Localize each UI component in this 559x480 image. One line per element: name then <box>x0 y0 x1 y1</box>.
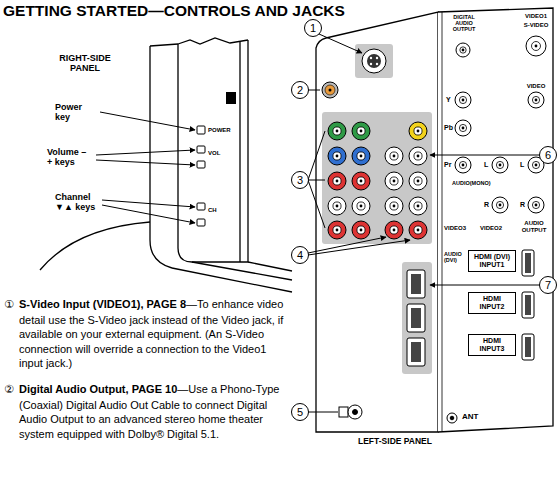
leader-lines <box>308 34 540 412</box>
part-label: Channel ▼▲ keys <box>55 193 101 213</box>
jack-label: AUDIO(MONO) <box>452 180 488 186</box>
key-arrows <box>96 112 195 223</box>
input-label-box: HDMI (DVI) INPUT1 <box>468 250 516 272</box>
input-label-box: HDMI INPUT2 <box>468 292 516 314</box>
sensor-window <box>226 92 236 104</box>
callout-number: 2 <box>297 84 303 96</box>
page-title: GETTING STARTED—CONTROLS AND JACKS <box>3 2 345 19</box>
input-label: HDMI INPUT3 <box>472 337 512 352</box>
jack-label: S-VIDEO <box>516 22 556 29</box>
key-label: POWER <box>208 127 231 134</box>
tv-side-view <box>40 38 292 292</box>
antenna-jack <box>339 405 457 423</box>
callout-circle: 1 <box>304 19 322 37</box>
hdmi-ports <box>407 250 534 366</box>
callout-circle: 5 <box>291 403 309 421</box>
svideo-jack <box>362 49 386 73</box>
key-label: CH <box>208 207 217 214</box>
description-text: S-Video Input (VIDEO1), PAGE 8 <box>19 298 186 310</box>
callout-number: 4 <box>297 249 303 261</box>
description-text: Digital Audio Output, PAGE 10 <box>19 383 177 395</box>
callout-circle: 6 <box>539 146 557 164</box>
input-label-box: HDMI INPUT3 <box>468 334 516 356</box>
jack-panel <box>316 8 553 432</box>
input-label: HDMI (DVI) INPUT1 <box>472 253 512 268</box>
jack-label: AUDIO (DVI) <box>444 251 468 263</box>
jack-label: Pb <box>444 124 453 132</box>
jack-label: VIDEO2 <box>480 225 502 232</box>
jack-label: Y <box>446 96 451 104</box>
description-paragraph: ①S-Video Input (VIDEO1), PAGE 8—To enhan… <box>4 297 292 371</box>
callout-circle: 4 <box>291 246 309 264</box>
part-label: Volume – + keys <box>47 148 93 168</box>
callout-number: 6 <box>545 149 551 161</box>
callout-circle: 7 <box>539 276 557 294</box>
hdmi-plate <box>402 262 432 374</box>
jack-label: ANT <box>462 413 478 422</box>
jack-plate <box>322 112 432 244</box>
callout-circle: 2 <box>291 81 309 99</box>
description-paragraph: ②Digital Audio Output, PAGE 10—Use a Pho… <box>4 382 292 441</box>
panel-title: LEFT-SIDE PANEL <box>330 437 460 446</box>
jack-label: DIGITAL AUDIO OUTPUT <box>444 14 484 32</box>
jack-label: VIDEO3 <box>444 225 466 232</box>
callout-number: 3 <box>297 174 303 186</box>
svideo-plate <box>355 44 393 78</box>
part-label: Power key <box>55 103 95 123</box>
callout-number: 7 <box>545 279 551 291</box>
input-label: HDMI INPUT2 <box>472 295 512 310</box>
digital-audio-jack <box>322 82 338 98</box>
description-text: ② <box>4 383 19 398</box>
callout-number: 5 <box>297 406 303 418</box>
jack-label: AUDIO OUTPUT <box>516 220 552 233</box>
jack-label: VIDEO1 <box>516 13 556 20</box>
key-label: VOL <box>208 150 220 157</box>
jack-label: L <box>484 161 488 169</box>
callout-number: 1 <box>310 22 316 34</box>
description-text: ① <box>4 298 19 313</box>
rca-jacks <box>328 36 546 239</box>
callout-circle: 3 <box>291 171 309 189</box>
jack-label: R <box>484 201 489 209</box>
jack-label: Pr <box>444 161 451 169</box>
jack-label: L <box>520 161 524 169</box>
part-label: RIGHT-SIDE PANEL <box>50 54 120 74</box>
panel-keys <box>197 126 205 226</box>
jack-label: R <box>520 201 525 209</box>
jack-label: VIDEO <box>516 83 556 90</box>
